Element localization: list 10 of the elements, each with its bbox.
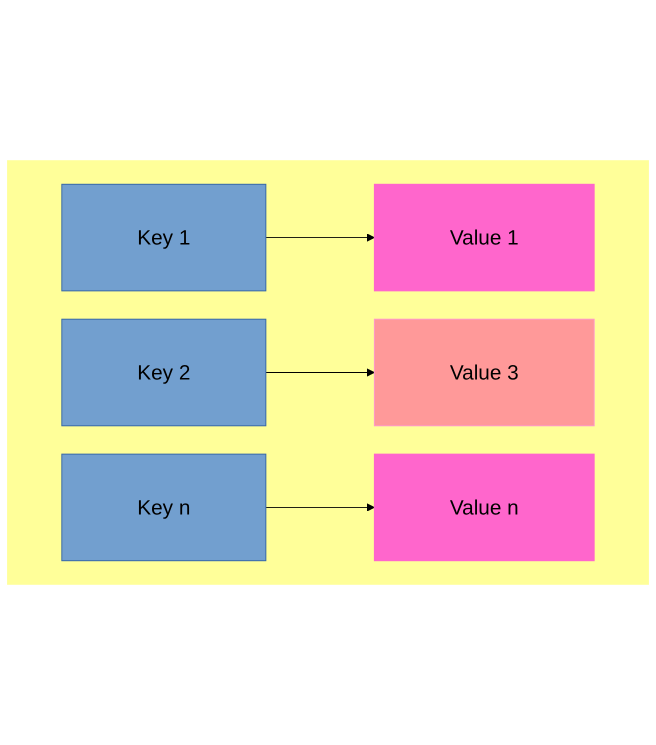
arrow bbox=[265, 503, 375, 512]
node-box: Value n bbox=[374, 454, 595, 562]
node-box: Value 3 bbox=[374, 318, 595, 426]
node-box: Key n bbox=[61, 454, 266, 562]
arrow bbox=[265, 368, 375, 377]
cluster bbox=[7, 160, 649, 585]
node-box: Key 1 bbox=[61, 184, 266, 292]
arrow bbox=[265, 233, 375, 242]
node-box: Value 1 bbox=[374, 184, 595, 292]
node-box: Key 2 bbox=[61, 318, 266, 426]
